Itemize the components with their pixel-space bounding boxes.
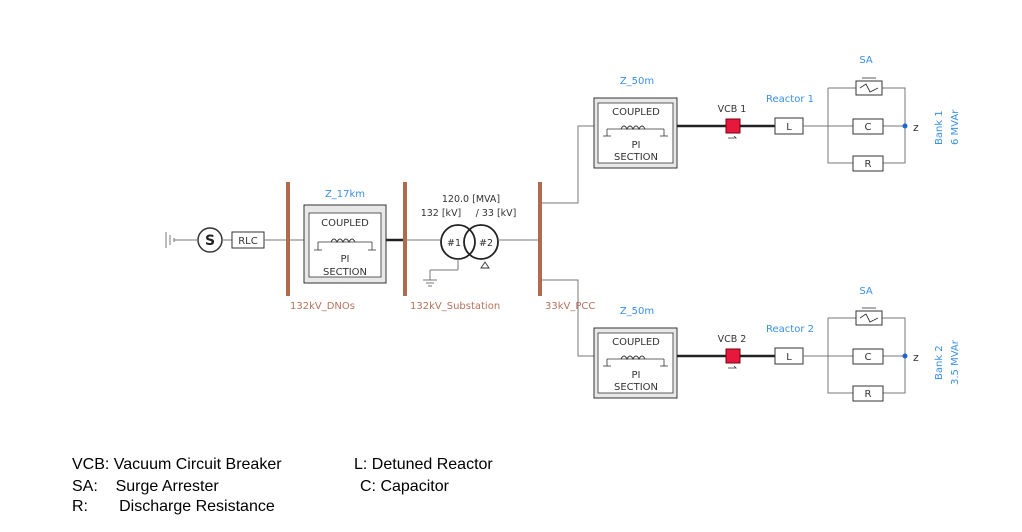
discharge-resistor-1: R <box>852 155 884 172</box>
svg-text:PI: PI <box>632 140 641 151</box>
voltage-source: S <box>197 227 223 253</box>
svg-text:C: C <box>865 122 872 133</box>
legend-r: R: Discharge Resistance <box>72 498 275 515</box>
single-line-diagram: S RLC 132kV_DNOs Z_17km COUPLED PI SECTI… <box>165 55 961 402</box>
winding-1: #1 <box>447 238 461 249</box>
branch2-line-label: Z_50m <box>620 306 654 317</box>
winding-2: #2 <box>479 238 493 249</box>
capacitor-2: C <box>852 348 884 365</box>
transformer-lv: / 33 [kV] <box>476 208 517 219</box>
svg-text:COUPLED: COUPLED <box>321 218 369 229</box>
bank2-name: Bank 2 <box>934 345 945 380</box>
svg-text:SECTION: SECTION <box>614 382 658 393</box>
coupled-pi-section-branch2: COUPLED PI SECTION <box>593 327 678 399</box>
vcb1-label: VCB 1 <box>718 104 747 115</box>
ground-symbol-source <box>165 232 175 248</box>
bank2-node <box>902 353 908 359</box>
transformer-rating: 120.0 [MVA] <box>442 194 500 205</box>
reactor2: L <box>774 347 804 365</box>
svg-text:SECTION: SECTION <box>614 152 658 163</box>
transformer-hv: 132 [kV] <box>421 208 462 219</box>
reactor2-label: Reactor 2 <box>766 324 814 335</box>
coupled-pi-section-main: COUPLED PI SECTION <box>303 204 387 284</box>
svg-text:COUPLED: COUPLED <box>612 337 660 348</box>
svg-text:L: L <box>786 122 792 133</box>
sa2-label: SA <box>859 286 873 297</box>
svg-text:PI: PI <box>341 254 350 265</box>
svg-text:SECTION: SECTION <box>323 267 367 278</box>
rlc-label: RLC <box>238 236 258 247</box>
legend-sa: SA: Surge Arrester <box>72 478 219 495</box>
legend-c: C: Capacitor <box>360 478 449 495</box>
reactor1: L <box>774 117 804 135</box>
sa1-label: SA <box>859 55 873 66</box>
transformer: #1 #2 <box>423 224 499 287</box>
bank1-name: Bank 1 <box>934 110 945 145</box>
vcb1-breaker <box>725 118 741 134</box>
surge-arrester-2 <box>855 307 883 326</box>
bus-33kv-pcc-label: 33kV_PCC <box>545 301 595 312</box>
bank1-rating: 6 MVAr <box>950 109 961 145</box>
reactor1-label: Reactor 1 <box>766 94 814 105</box>
coupled-pi-section-branch1: COUPLED PI SECTION <box>593 97 678 169</box>
vcb2-breaker <box>725 348 741 364</box>
bus-132kv-dnos-label: 132kV_DNOs <box>290 301 355 312</box>
vcb2-label: VCB 2 <box>718 334 747 345</box>
legend-l: L: Detuned Reactor <box>354 456 493 473</box>
neutral-2-icon: z <box>913 351 919 364</box>
legend-vcb: VCB: Vacuum Circuit Breaker <box>72 456 282 473</box>
bank2-rating: 3.5 MVAr <box>950 339 961 385</box>
branch1-line-label: Z_50m <box>620 76 654 87</box>
neutral-1-icon: z <box>913 121 919 134</box>
line-main-label: Z_17km <box>325 189 365 200</box>
surge-arrester-1 <box>855 77 883 96</box>
svg-text:R: R <box>865 159 872 170</box>
bank1-node <box>902 123 908 129</box>
bus-132kv-substation-label: 132kV_Substation <box>410 301 500 312</box>
svg-text:PI: PI <box>632 370 641 381</box>
capacitor-1: C <box>852 118 884 135</box>
svg-text:L: L <box>786 352 792 363</box>
rlc-impedance: RLC <box>231 231 265 249</box>
svg-text:S: S <box>205 233 215 249</box>
svg-text:C: C <box>865 352 872 363</box>
svg-text:R: R <box>865 389 872 400</box>
discharge-resistor-2: R <box>852 385 884 402</box>
svg-text:COUPLED: COUPLED <box>612 107 660 118</box>
